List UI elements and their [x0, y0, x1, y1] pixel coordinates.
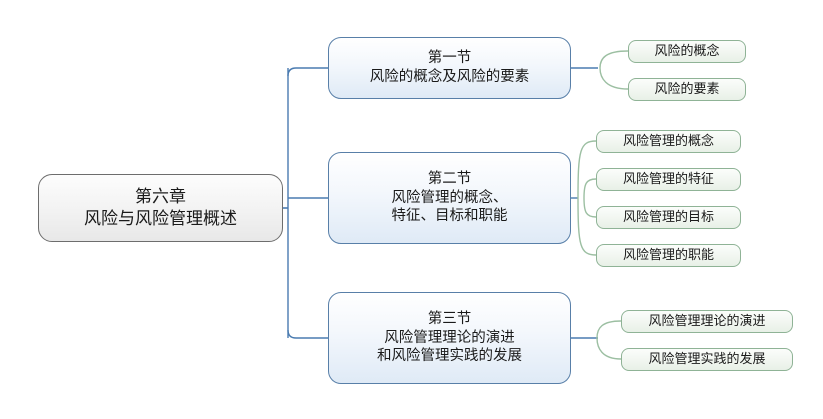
- connector-section-3-bracket: [596, 320, 622, 360]
- leaf-node-2-2[interactable]: 风险管理的特征: [596, 168, 741, 191]
- connector-section-2-bracket-inner: [583, 178, 597, 218]
- section-node-1-line-2: 风险的概念及风险的要素: [369, 69, 530, 85]
- leaf-node-1-2-label: 风险的要素: [654, 81, 720, 97]
- root-node[interactable]: 第六章 风险与风险管理概述: [38, 174, 283, 242]
- section-node-2-line-2: 风险管理的概念、: [391, 189, 508, 206]
- leaf-node-3-2-label: 风险管理实践的发展: [648, 351, 766, 367]
- section-node-2-line-3: 特征、目标和职能: [391, 208, 508, 225]
- section-node-3-line-3: 和风险管理实践的发展: [377, 348, 522, 365]
- connector-section-2-bracket-outer: [577, 140, 597, 256]
- leaf-node-1-1-label: 风险的概念: [654, 43, 720, 59]
- leaf-node-2-3-label: 风险管理的目标: [622, 209, 714, 225]
- section-node-3-line-1: 第三节: [427, 311, 472, 328]
- leaf-node-1-2[interactable]: 风险的要素: [628, 78, 746, 101]
- leaf-node-2-4[interactable]: 风险管理的职能: [596, 244, 741, 267]
- leaf-node-2-1-label: 风险管理的概念: [622, 133, 714, 149]
- leaf-node-2-3[interactable]: 风险管理的目标: [596, 206, 741, 229]
- section-node-2-line-1: 第二节: [427, 171, 472, 188]
- root-node-line-1: 第六章: [135, 186, 186, 206]
- leaf-node-2-2-label: 风险管理的特征: [622, 171, 714, 187]
- leaf-node-2-4-label: 风险管理的职能: [622, 247, 714, 263]
- leaf-node-3-1-label: 风险管理理论的演进: [648, 313, 766, 329]
- section-node-2[interactable]: 第二节 风险管理的概念、 特征、目标和职能: [328, 152, 571, 244]
- connector-root-to-section-3: [287, 329, 328, 339]
- leaf-node-3-2[interactable]: 风险管理实践的发展: [621, 348, 793, 371]
- section-node-3[interactable]: 第三节 风险管理理论的演进 和风险管理实践的发展: [328, 292, 571, 384]
- connector-section-1-bracket: [599, 50, 629, 90]
- leaf-node-3-1[interactable]: 风险管理理论的演进: [621, 310, 793, 333]
- section-node-1[interactable]: 第一节 风险的概念及风险的要素: [328, 37, 571, 99]
- leaf-node-2-1[interactable]: 风险管理的概念: [596, 130, 741, 153]
- root-node-line-2: 风险与风险管理概述: [84, 209, 237, 228]
- section-node-1-line-1: 第一节: [427, 50, 472, 67]
- section-node-3-line-2: 风险管理理论的演进: [384, 329, 515, 346]
- leaf-node-1-1[interactable]: 风险的概念: [628, 40, 746, 63]
- connector-root-to-section-1: [287, 67, 328, 77]
